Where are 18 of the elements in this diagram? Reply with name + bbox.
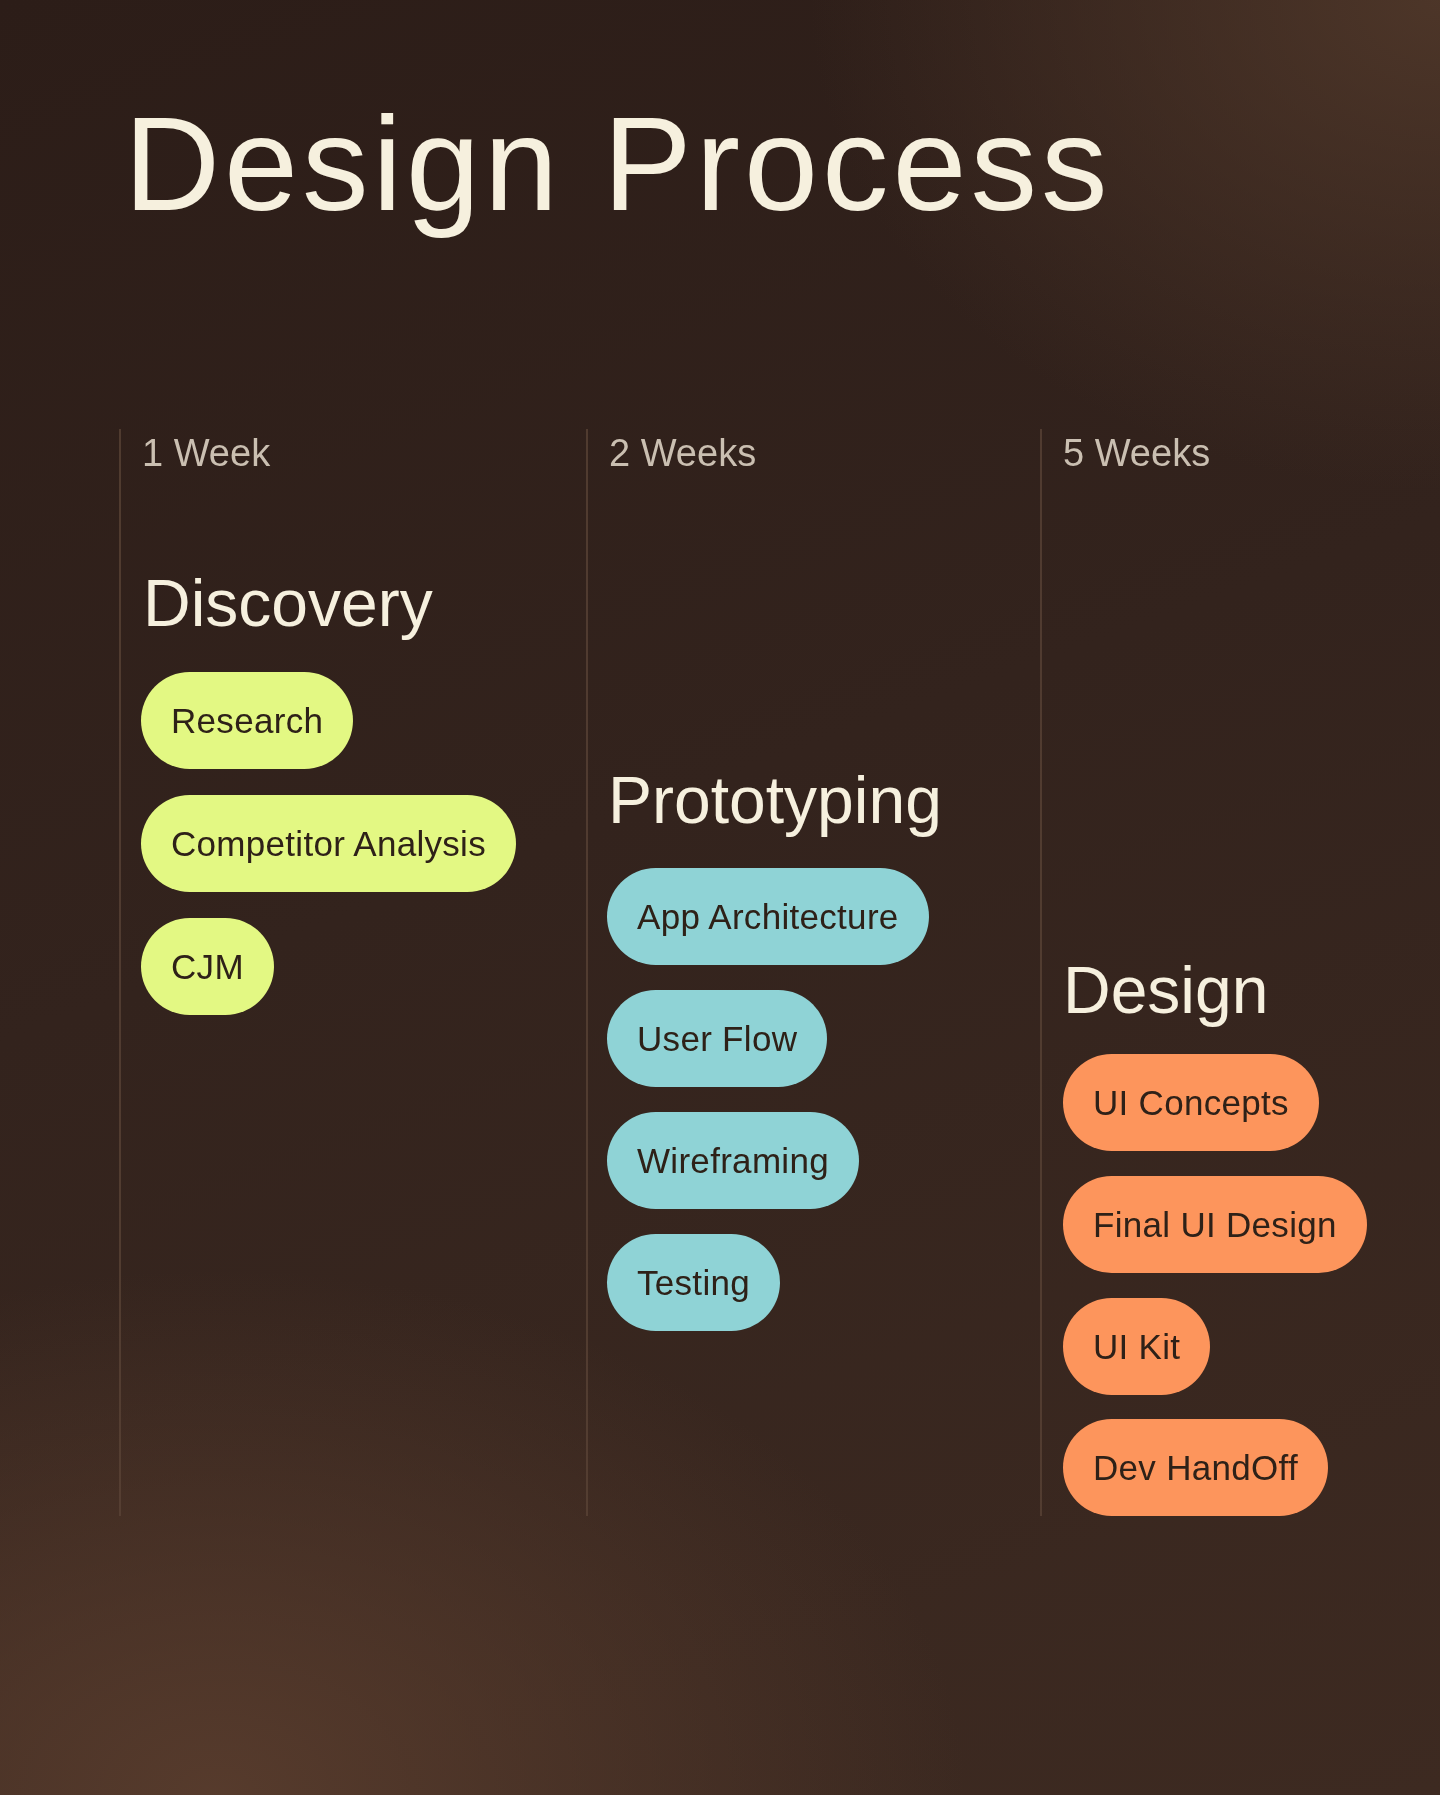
task-pill: Competitor Analysis xyxy=(141,795,516,892)
task-pill: Dev HandOff xyxy=(1063,1419,1328,1516)
task-pill: CJM xyxy=(141,918,274,1015)
task-pill: Research xyxy=(141,672,354,769)
task-pill: Final UI Design xyxy=(1063,1176,1367,1273)
phase-heading: Discovery xyxy=(143,565,433,642)
task-pill: Testing xyxy=(607,1234,780,1331)
phase-heading: Prototyping xyxy=(608,762,942,839)
title: Design Process xyxy=(124,89,1112,240)
task-pill: App Architecture xyxy=(607,868,929,965)
task-pill: User Flow xyxy=(607,990,828,1087)
duration-label: 1 Week xyxy=(142,431,271,476)
duration-label: 5 Weeks xyxy=(1063,431,1211,476)
task-pill: UI Kit xyxy=(1063,1298,1211,1395)
task-pill: Wireframing xyxy=(607,1112,859,1209)
duration-label: 2 Weeks xyxy=(609,431,757,476)
phase-heading: Design xyxy=(1063,952,1269,1029)
task-pill: UI Concepts xyxy=(1063,1054,1319,1151)
